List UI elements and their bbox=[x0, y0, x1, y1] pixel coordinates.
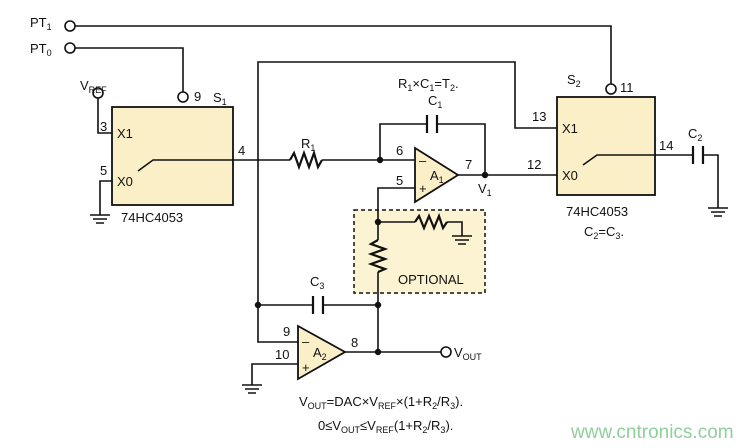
opamp-a2-pin-9: 9 bbox=[283, 324, 290, 339]
switch-s1-pin-3: 3 bbox=[100, 119, 107, 134]
switch-s1-pin-x0: X0 bbox=[117, 174, 133, 189]
capacitor-c1: C1 bbox=[425, 93, 442, 133]
capacitor-c1-plates bbox=[425, 115, 439, 133]
switch-s2: X1 X0 11 13 12 14 S2 74HC4053 C2=C3. bbox=[527, 72, 673, 241]
opamp-a1-body bbox=[414, 146, 460, 204]
switch-s1-body bbox=[111, 106, 234, 206]
c1-feedback-wire-right bbox=[437, 123, 486, 175]
pt1-label: PT1 bbox=[30, 15, 52, 32]
opamp-a2-pin-10: 10 bbox=[275, 347, 289, 362]
pt0-wire bbox=[75, 47, 184, 92]
switch-s2-body bbox=[556, 96, 656, 196]
a2-inv-feedback-wire bbox=[257, 160, 298, 343]
a2-noninv-ground-wire bbox=[251, 363, 298, 385]
capacitor-c2: C2 bbox=[688, 126, 705, 164]
opamp-a2-label: A2 bbox=[313, 345, 327, 362]
time-constant-note: R1×C1=T2. bbox=[398, 76, 459, 93]
junction-noninv-r bbox=[374, 218, 382, 226]
s1-x0-ground-wire bbox=[99, 180, 112, 215]
junction-c3-left bbox=[254, 301, 262, 309]
resistor-r1-label: R1 bbox=[301, 136, 315, 153]
switch-s1: X1 X0 9 3 5 4 S1 74HC4053 bbox=[100, 89, 245, 225]
switch-s2-pin-13: 13 bbox=[532, 109, 546, 124]
r3-ground-symbol bbox=[452, 235, 472, 245]
junction-c3-right bbox=[374, 301, 382, 309]
switch-s2-cap-note: C2=C3. bbox=[584, 224, 624, 241]
switch-s2-part: 74HC4053 bbox=[566, 204, 628, 219]
opamp-a2-pin-8: 8 bbox=[351, 335, 358, 350]
switch-s1-wiper bbox=[137, 159, 233, 172]
opamp-a1-pin-5: 5 bbox=[396, 173, 403, 188]
vref-wire bbox=[97, 98, 112, 134]
junction-a1-out bbox=[481, 171, 489, 179]
opamp-a2: – + A2 9 10 8 bbox=[275, 324, 358, 381]
switch-s1-label: S1 bbox=[213, 90, 227, 107]
capacitor-c2-plates bbox=[691, 146, 705, 164]
switch-s2-pin-12: 12 bbox=[527, 157, 541, 172]
pt0-label: PT0 bbox=[30, 41, 52, 58]
s2-x1-feedback-wire bbox=[257, 61, 557, 160]
capacitor-c1-label: C1 bbox=[428, 93, 442, 110]
capacitor-c3-plates bbox=[311, 296, 325, 314]
opamp-a1: – + A1 6 5 7 V1 bbox=[396, 143, 492, 204]
switch-s2-label: S2 bbox=[567, 72, 581, 89]
opamp-a2-plus: + bbox=[302, 360, 310, 375]
switch-s2-pin-x1: X1 bbox=[562, 121, 578, 136]
vref-label: VREF bbox=[80, 78, 107, 95]
switch-s2-control-bubble bbox=[605, 83, 617, 95]
opamp-a1-label: A1 bbox=[430, 168, 444, 185]
formulas: VOUT=DAC×VREF×(1+R2/R3). 0≤VOUT≤VREF(1+R… bbox=[299, 394, 463, 435]
output-terminal-group: VOUT bbox=[440, 345, 482, 362]
optional-label: OPTIONAL bbox=[398, 272, 464, 287]
pt1-terminal bbox=[64, 20, 76, 32]
ground-symbols bbox=[90, 207, 728, 394]
switch-s1-pin-4: 4 bbox=[238, 143, 245, 158]
switch-s2-pin-x0: X0 bbox=[562, 168, 578, 183]
switch-s1-pin-5: 5 bbox=[100, 163, 107, 178]
resistor-r1: R1 bbox=[289, 136, 323, 171]
junction-dots bbox=[254, 156, 489, 356]
switch-s1-control-bubble bbox=[177, 91, 189, 103]
capacitor-c2-label: C2 bbox=[688, 126, 702, 143]
resistor-r2-overlay bbox=[367, 239, 389, 274]
junction-r1-c1 bbox=[376, 156, 384, 164]
vout-label: VOUT bbox=[454, 345, 482, 362]
optional-section: OPTIONAL bbox=[353, 209, 486, 294]
opamp-a1-plus: + bbox=[419, 181, 427, 196]
watermark: www.cntronics.com bbox=[570, 422, 734, 443]
opamp-a2-body bbox=[297, 324, 347, 381]
opamp-a2-minus: – bbox=[302, 334, 310, 349]
switch-s2-wiper bbox=[582, 154, 655, 166]
junction-a2-out bbox=[374, 348, 382, 356]
formula-line-1: VOUT=DAC×VREF×(1+R2/R3). bbox=[299, 394, 463, 411]
r3-ground-overlay bbox=[447, 221, 463, 236]
capacitor-c3-label: C3 bbox=[310, 274, 324, 291]
vref-terminal bbox=[92, 87, 104, 99]
c2-ground-icon bbox=[708, 207, 728, 217]
opamp-a1-pin-7: 7 bbox=[465, 157, 472, 172]
switch-s1-part: 74HC4053 bbox=[121, 210, 183, 225]
resistor-r1-zigzag bbox=[289, 149, 323, 171]
s1-ground-icon bbox=[90, 214, 110, 224]
node-v1-label: V1 bbox=[478, 181, 492, 198]
switch-s2-pin-14: 14 bbox=[659, 138, 673, 153]
switch-s1-pin-x1: X1 bbox=[117, 126, 133, 141]
a2-ground-icon bbox=[242, 384, 262, 394]
vout-terminal bbox=[440, 346, 452, 358]
pt0-terminal bbox=[64, 42, 76, 54]
c2-ground-wire bbox=[703, 154, 719, 208]
input-terminals: PT1 PT0 VREF bbox=[30, 15, 107, 99]
c1-feedback-wire bbox=[379, 123, 427, 160]
resistor-r3-overlay bbox=[414, 212, 448, 231]
switch-s1-pin-9: 9 bbox=[194, 89, 201, 104]
formula-line-2: 0≤VOUT≤VREF(1+R2/R3). bbox=[318, 418, 453, 435]
capacitor-c3: C3 bbox=[310, 274, 324, 314]
opamp-a1-minus: – bbox=[419, 153, 427, 168]
pt1-wire bbox=[75, 25, 612, 84]
switch-s2-pin-11: 11 bbox=[620, 80, 634, 95]
opamp-a1-pin-6: 6 bbox=[396, 143, 403, 158]
